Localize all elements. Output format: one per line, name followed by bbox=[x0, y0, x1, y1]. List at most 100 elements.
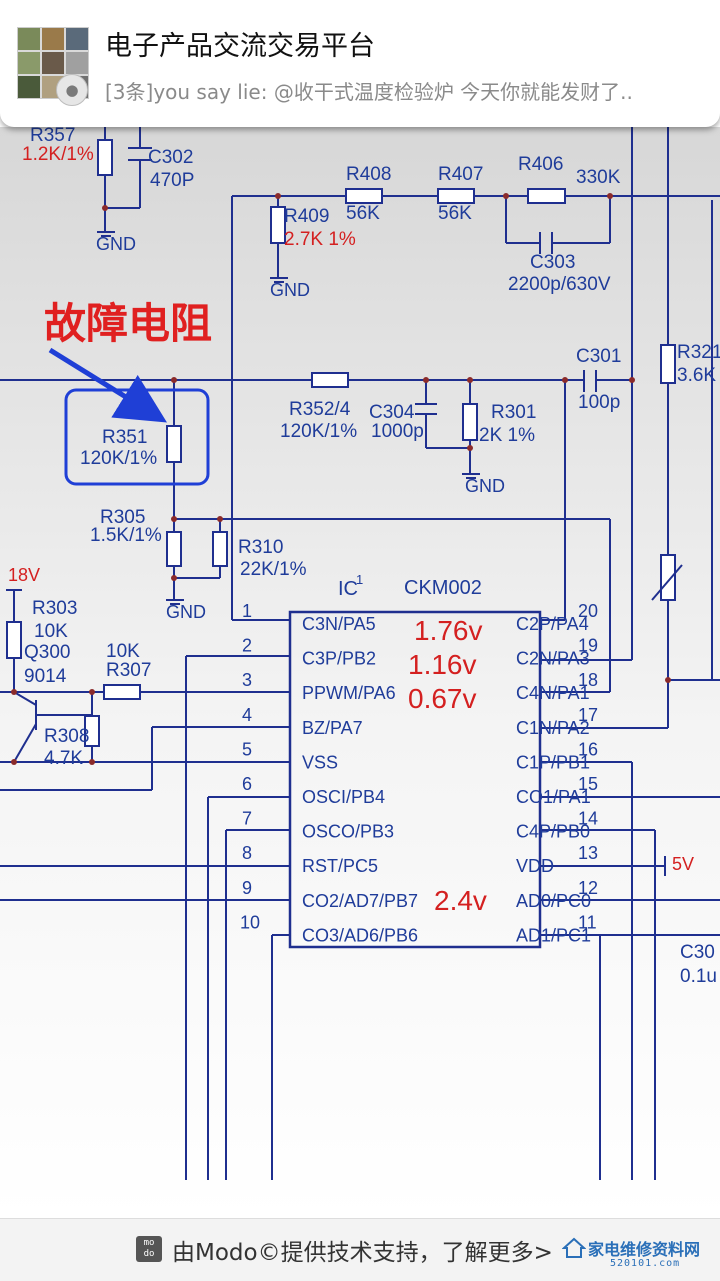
ic-pin-label-6: OSCI/PB4 bbox=[302, 787, 385, 807]
ic-pin-label-20: C2P/PA4 bbox=[516, 614, 589, 634]
fault-resistor-annotation: 故障电阻 bbox=[44, 300, 212, 347]
q300-name: Q300 bbox=[24, 642, 70, 663]
r351-name: R351 bbox=[102, 427, 147, 448]
r406-value: 330K bbox=[576, 167, 621, 188]
ic-pin-label-10: CO3/AD6/PB6 bbox=[302, 925, 418, 945]
voltage-reading-2: 1.16v bbox=[408, 649, 477, 680]
r321-name: R321 bbox=[677, 342, 720, 363]
r408-name: R408 bbox=[346, 164, 391, 185]
r352-value: 120K/1% bbox=[280, 421, 357, 442]
gnd-label-4: GND bbox=[166, 602, 206, 622]
ic-pin-number-12: 12 bbox=[578, 878, 598, 898]
wires bbox=[0, 127, 720, 1180]
ic-pin-number-14: 14 bbox=[578, 809, 598, 829]
watermark-house-icon bbox=[562, 1237, 586, 1258]
c303-value: 2200p/630V bbox=[508, 274, 611, 295]
c302-plates bbox=[128, 147, 683, 601]
r303-name: R303 bbox=[32, 598, 77, 619]
r305-value: 1.5K/1% bbox=[90, 525, 162, 546]
wechat-icon: ● bbox=[56, 74, 88, 106]
c301-name: C301 bbox=[576, 346, 621, 367]
ic-pin-number-18: 18 bbox=[578, 670, 598, 690]
fault-arrow bbox=[48, 347, 167, 423]
ic-pin-label-7: OSCO/PB3 bbox=[302, 822, 394, 842]
r409-value: 2.7K 1% bbox=[284, 229, 356, 250]
r307-value: 10K bbox=[106, 641, 140, 662]
c303-name: C303 bbox=[530, 252, 575, 273]
ic-pin-label-11: AD1/PC1 bbox=[516, 925, 591, 945]
ic-pin-number-9: 9 bbox=[242, 878, 252, 898]
ic-pin-number-5: 5 bbox=[242, 739, 252, 759]
c304-name: C304 bbox=[369, 402, 415, 423]
footer-support-link[interactable]: 由Modo©提供技术支持，了解更多> bbox=[172, 1240, 553, 1266]
ic-pin-number-17: 17 bbox=[578, 705, 598, 725]
ic-pin-number-8: 8 bbox=[242, 843, 252, 863]
footer-bar[interactable]: mo do 由Modo©提供技术支持，了解更多> bbox=[0, 1218, 720, 1281]
ic-pin-label-17: C1N/PA2 bbox=[516, 718, 590, 738]
ic-pin-number-13: 13 bbox=[578, 843, 598, 863]
r310-value: 22K/1% bbox=[240, 559, 307, 580]
ic-pin-label-9: CO2/AD7/PB7 bbox=[302, 891, 418, 911]
ic-ref-label: IC bbox=[338, 578, 358, 600]
ic-pin-number-1: 1 bbox=[242, 601, 252, 621]
ic-pin-label-4: BZ/PA7 bbox=[302, 718, 363, 738]
site-watermark: 家电维修资料网 520101.com bbox=[560, 1236, 720, 1276]
r305-name: R305 bbox=[100, 507, 145, 528]
ic-pin-label-8: RST/PC5 bbox=[302, 856, 378, 876]
r409-name: R409 bbox=[284, 206, 329, 227]
ic-pin-label-3: PPWM/PA6 bbox=[302, 683, 396, 703]
notification-message: [3条]you say lie: @收干式温度检验炉 今天你就能发财了.. bbox=[105, 80, 633, 104]
ic-pin-label-5: VSS bbox=[302, 752, 338, 772]
ic-pin-number-16: 16 bbox=[578, 739, 598, 759]
ic-pin-number-4: 4 bbox=[242, 705, 252, 725]
c301-value: 100p bbox=[578, 392, 620, 413]
r357-name: R357 bbox=[30, 125, 75, 146]
gnd-label-1: GND bbox=[96, 234, 136, 254]
ic-pin-label-18: C4N/PA1 bbox=[516, 683, 590, 703]
r407-name: R407 bbox=[438, 164, 483, 185]
ic-pin-number-19: 19 bbox=[578, 636, 598, 656]
r352-name: R352/4 bbox=[289, 399, 351, 420]
r308-value: 4.7K bbox=[44, 748, 83, 769]
supply-5v-label: 5V bbox=[672, 854, 694, 874]
watermark-domain: 520101.com bbox=[610, 1258, 681, 1269]
ic-pin-number-7: 7 bbox=[242, 809, 252, 829]
watermark-text: 家电维修资料网 bbox=[588, 1240, 701, 1259]
ic-ref-sup: 1 bbox=[356, 572, 363, 587]
r303-value: 10K bbox=[34, 621, 68, 642]
voltage-reading-1: 1.76v bbox=[414, 615, 483, 646]
c302-value: 470P bbox=[150, 170, 194, 191]
ic-pin-label-1: C3N/PA5 bbox=[302, 614, 376, 634]
r351-value: 120K/1% bbox=[80, 448, 157, 469]
c30-name: C30 bbox=[680, 942, 715, 963]
q300-value: 9014 bbox=[24, 666, 67, 687]
ic-body bbox=[288, 610, 542, 949]
ic-pin-number-15: 15 bbox=[578, 774, 598, 794]
ic-pin-label-16: C1P/PB1 bbox=[516, 752, 590, 772]
r308-name: R308 bbox=[44, 726, 89, 747]
ic-pin-number-20: 20 bbox=[578, 601, 598, 621]
notification-title: 电子产品交流交易平台 bbox=[105, 31, 375, 62]
r301-name: R301 bbox=[491, 402, 536, 423]
ic-pin-number-6: 6 bbox=[242, 774, 252, 794]
ic-pin-number-11: 11 bbox=[578, 912, 597, 932]
ic-pin-label-12: AD0/PC0 bbox=[516, 891, 591, 911]
ic-pin-number-2: 2 bbox=[242, 636, 252, 656]
r301-value: 2K 1% bbox=[479, 425, 535, 446]
ic-pin-label-19: C2N/PA3 bbox=[516, 649, 590, 669]
ic-pin-label-14: C4P/PB0 bbox=[516, 822, 590, 842]
junction-dots bbox=[11, 193, 671, 765]
c302-name: C302 bbox=[148, 147, 193, 168]
modo-logo-icon: mo do bbox=[136, 1236, 162, 1262]
ic-pin-number-10: 10 bbox=[240, 912, 260, 932]
r406-name: R406 bbox=[518, 154, 563, 175]
r408-value: 56K bbox=[346, 203, 380, 224]
resistor-bodies bbox=[6, 139, 676, 747]
ic-pin-label-13: VDD bbox=[516, 856, 554, 876]
supply-18v-label: 18V bbox=[8, 565, 40, 585]
gnd-label-3: GND bbox=[465, 476, 505, 496]
notification-banner[interactable]: ● 电子产品交流交易平台 [3条]you say lie: @收干式温度检验炉 … bbox=[0, 0, 720, 127]
r407-value: 56K bbox=[438, 203, 472, 224]
voltage-reading-4: 2.4v bbox=[434, 885, 487, 916]
